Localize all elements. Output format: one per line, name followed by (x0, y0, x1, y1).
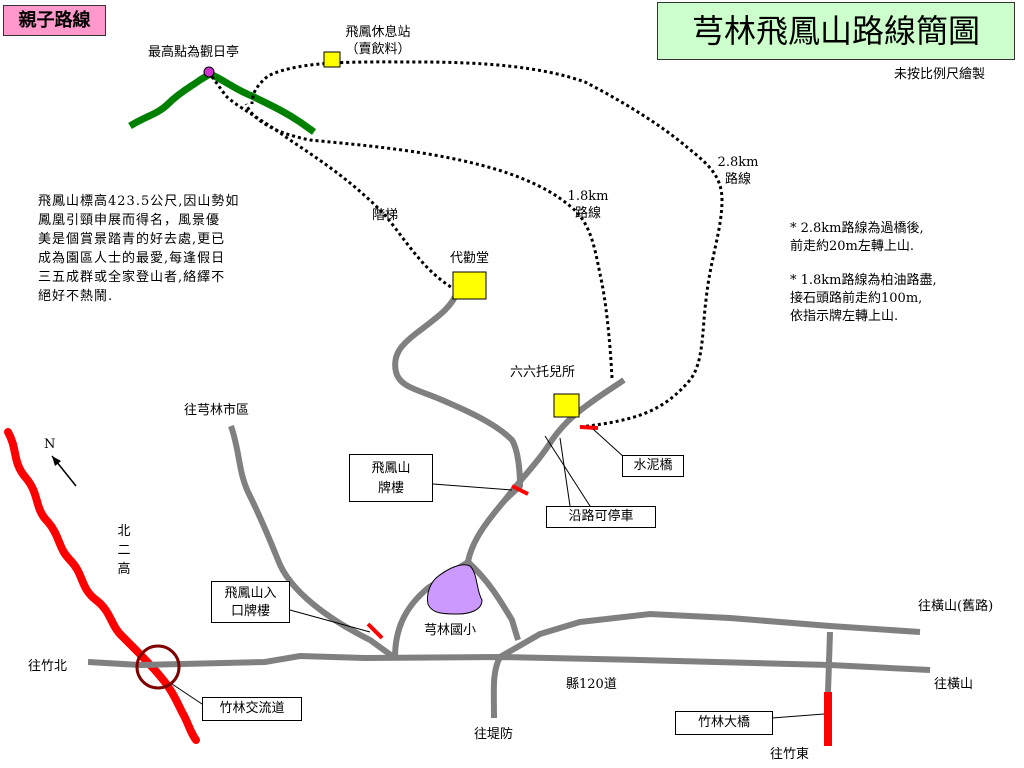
north-label: N (44, 437, 56, 452)
to-hengshan-label: 往橫山 (934, 677, 974, 692)
route-2.8km-label: 2.8km 路線 (717, 155, 759, 187)
route-1.8km (244, 103, 614, 379)
road-to-qionglin (228, 425, 397, 661)
to-dike-label: 往堤防 (474, 727, 514, 742)
bridge-callout: 竹林大橋 (675, 711, 773, 735)
mountain-ridge (128, 70, 317, 135)
to-zhudong-label: 往竹東 (770, 747, 810, 762)
summit-label: 最高點為觀日亭 (148, 45, 240, 60)
daiqin-hall-label: 代勸堂 (450, 251, 490, 266)
description-text: 飛鳳山標高423.5公尺,因山勢如 鳳凰引頸申展而得名，風景優 美是個賞景踏青的… (38, 194, 240, 304)
nursery-label: 六六托兒所 (510, 365, 576, 380)
rest-station-icon (323, 51, 341, 68)
road-to-zhudong (825, 631, 833, 693)
bridge-callout-line (771, 713, 825, 719)
summit-point-icon (203, 66, 215, 78)
note-1.8km: * 1.8km路線為柏油路盡, 接石頭路前走約100m, 依指示牌左轉上山. (790, 273, 937, 324)
entrance-gate-callout-line (289, 609, 371, 633)
route-2.8km (250, 60, 724, 429)
gate-callout-line (432, 483, 513, 491)
road-to-dike (490, 655, 503, 719)
school-icon (427, 564, 483, 615)
nursery-icon (553, 393, 580, 418)
stairs-label: 階梯 (372, 208, 399, 223)
cement-bridge-callout-line (592, 428, 626, 459)
freeway-label: 北二高 (117, 524, 131, 577)
parking-callout-line-1 (559, 437, 571, 507)
freeway-line (4, 428, 200, 744)
gate-marker (511, 484, 529, 496)
parking-callout-line-2 (544, 435, 591, 507)
route-type-tag: 親子路線 (3, 5, 106, 36)
school-label: 芎林國小 (424, 623, 477, 638)
interchange-callout-line (171, 683, 206, 707)
cement-bridge-callout: 水泥橋 (622, 455, 684, 477)
map-title: 芎林飛鳳山路線簡圖 (657, 2, 1015, 60)
daiqin-hall-icon (452, 271, 487, 300)
school-branch-road (465, 559, 521, 641)
rest-station-label: 飛鳳休息站 （賣飲料） (345, 25, 411, 57)
to-hengshan-old-label: 往橫山(舊路) (918, 599, 994, 614)
interchange-callout: 竹林交流道 (202, 697, 302, 721)
interchange-circle-icon (135, 644, 181, 690)
entrance-gate-marker (366, 622, 384, 640)
scale-note: 未按比例尺繪製 (894, 67, 986, 82)
zhulin-bridge-icon (824, 692, 832, 746)
road-to-nursery (502, 377, 626, 502)
county-road-label: 縣120道 (566, 677, 617, 692)
parking-callout: 沿路可停車 (546, 506, 656, 528)
county-road-120 (87, 652, 931, 673)
road-to-hengshan-old (498, 610, 921, 660)
route-1.8km-label: 1.8km 路線 (567, 189, 609, 221)
note-2.8km: * 2.8km路線為過橋後, 前走約20m左轉上山. (790, 221, 924, 254)
gate-callout: 飛鳳山 牌樓 (349, 454, 433, 502)
to-zhubei-label: 往竹北 (28, 659, 68, 674)
to-qionglin-label: 往芎林市區 (184, 403, 250, 418)
entrance-gate-callout: 飛鳳山入 口牌樓 (211, 581, 290, 623)
cement-bridge-marker (579, 425, 599, 430)
north-arrowhead-icon (52, 456, 61, 466)
